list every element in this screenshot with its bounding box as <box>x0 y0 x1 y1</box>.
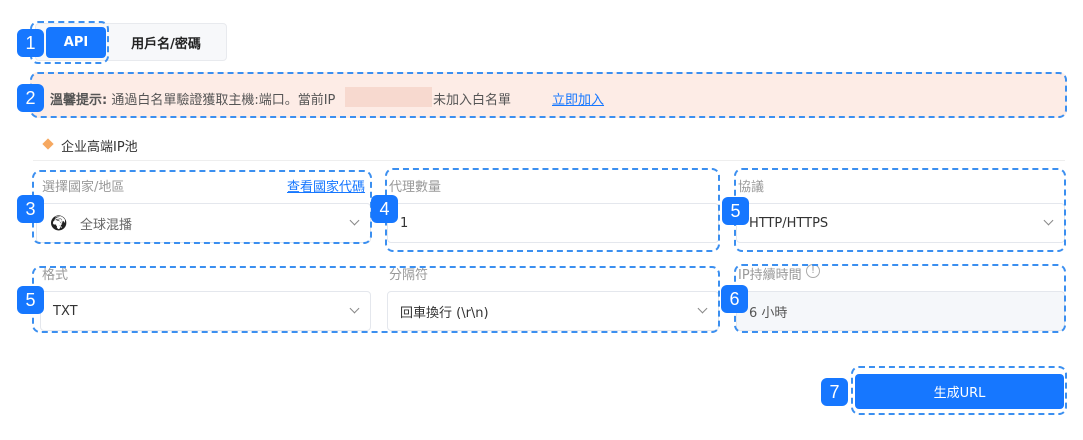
pool-label: 企业高端IP池 <box>61 140 138 155</box>
diamond-icon <box>42 138 54 150</box>
ip-blur <box>345 87 432 107</box>
separator-select[interactable]: 回車換行 (\r\n) <box>387 291 719 331</box>
divider <box>33 160 1065 161</box>
format-select[interactable]: TXT <box>40 291 371 331</box>
globe-icon: 🌍︎ <box>49 214 69 232</box>
badge: 6 <box>721 285 748 313</box>
duration-input: 6 小時 <box>736 291 1065 331</box>
country-select[interactable]: 🌍︎ 全球混播 <box>36 203 371 243</box>
badge: 1 <box>17 29 44 57</box>
country-code-link[interactable]: 查看國家代碼 <box>287 180 366 195</box>
badge: 5 <box>17 286 44 314</box>
separator-label: 分隔符 <box>389 268 429 283</box>
quantity-label: 代理數量 <box>389 180 442 195</box>
separator-value: 回車換行 (\r\n) <box>400 305 489 321</box>
banner-message: 通過白名單驗證獲取主機:端口。當前IP <box>111 93 336 108</box>
banner-suffix: 未加入白名單 <box>433 93 512 108</box>
format-label: 格式 <box>42 268 69 283</box>
add-whitelist-link[interactable]: 立即加入 <box>552 93 605 108</box>
badge: 2 <box>17 84 44 112</box>
badge: 7 <box>821 378 848 406</box>
badge: 5 <box>722 197 749 225</box>
format-value: TXT <box>53 303 78 319</box>
chevron-down-icon <box>697 303 708 314</box>
badge: 3 <box>17 195 44 223</box>
duration-label: IP持續時間 <box>738 268 802 283</box>
whitelist-banner <box>30 72 1067 118</box>
banner-text: 溫馨提示: 通過白名單驗證獲取主機:端口。當前IP <box>50 89 335 108</box>
quantity-input[interactable]: 1 <box>387 203 719 243</box>
chevron-down-icon <box>349 215 360 226</box>
tab-username-password[interactable]: 用戶名/密碼 <box>131 37 201 52</box>
country-value: 全球混播 <box>80 217 133 233</box>
banner-prefix: 溫馨提示: <box>50 93 108 108</box>
protocol-value: HTTP/HTTPS <box>749 215 829 231</box>
badge: 4 <box>371 195 398 223</box>
country-label: 選擇國家/地區 <box>42 180 125 195</box>
protocol-select[interactable]: HTTP/HTTPS <box>736 203 1065 243</box>
chevron-down-icon <box>349 303 360 314</box>
generate-url-button[interactable]: 生成URL <box>855 374 1064 409</box>
protocol-label: 協議 <box>738 180 765 195</box>
info-icon[interactable]: ! <box>806 264 820 278</box>
chevron-down-icon <box>1043 215 1054 226</box>
tab-api[interactable]: API <box>46 27 106 58</box>
